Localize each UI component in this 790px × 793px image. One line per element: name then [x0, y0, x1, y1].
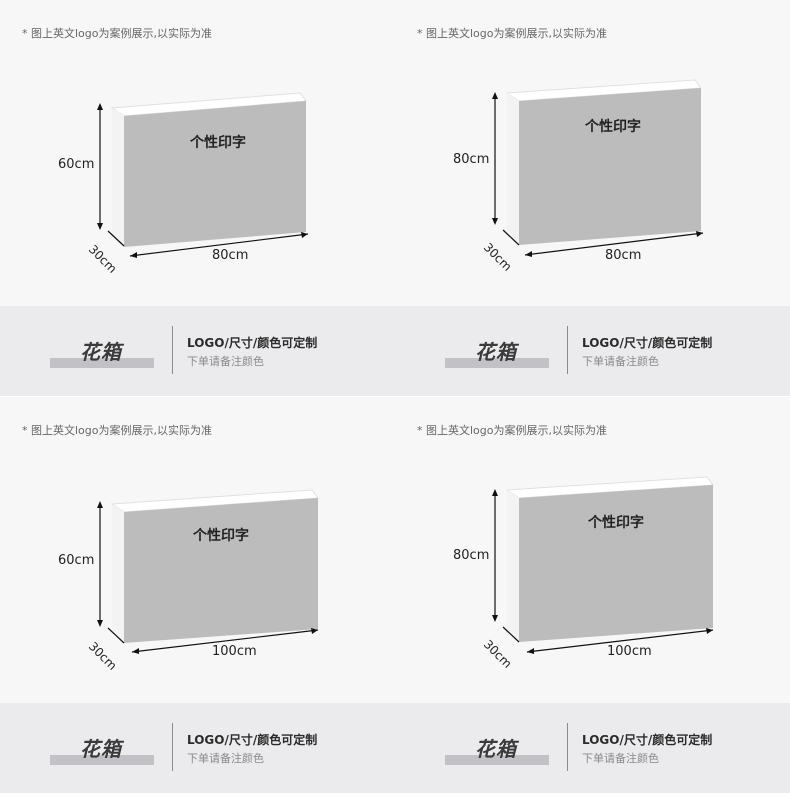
print-label: 个性印字: [587, 514, 644, 531]
customization-text: LOGO/尺寸/颜色可定制: [187, 336, 318, 350]
title-underline: [445, 358, 549, 368]
planter-box-illustration: 个性印字 80cm 30cm 80cm: [453, 79, 704, 274]
width-arrow: [526, 629, 714, 653]
order-note: 下单请备注颜色: [187, 355, 264, 368]
order-note: 下单请备注颜色: [582, 752, 659, 765]
box-front-face: [519, 88, 701, 245]
depth-arrow: [502, 626, 520, 643]
height-label: 60cm: [58, 157, 94, 172]
box-left-side: [112, 108, 124, 247]
box-front-face: [519, 485, 713, 642]
disclaimer-note: * 图上英文logo为案例展示,以实际为准: [417, 27, 607, 40]
info-band: 花箱 LOGO/尺寸/颜色可定制 下单请备注颜色: [0, 306, 395, 396]
depth-label: 30cm: [86, 242, 120, 276]
vertical-divider: [172, 326, 173, 374]
width-label: 100cm: [212, 644, 257, 659]
info-band: 花箱 LOGO/尺寸/颜色可定制 下单请备注颜色: [395, 703, 790, 793]
width-label: 80cm: [212, 248, 248, 263]
height-label: 80cm: [453, 152, 489, 167]
disclaimer-note: * 图上英文logo为案例展示,以实际为准: [22, 424, 212, 437]
order-note: 下单请备注颜色: [187, 752, 264, 765]
box-left-side: [507, 93, 519, 245]
title-underline: [50, 755, 154, 765]
depth-label: 30cm: [481, 637, 515, 671]
width-arrow: [524, 232, 704, 256]
box-left-side: [507, 490, 519, 642]
height-label: 60cm: [58, 553, 94, 568]
title-underline: [50, 358, 154, 368]
customization-text: LOGO/尺寸/颜色可定制: [582, 336, 713, 350]
info-band: 花箱 LOGO/尺寸/颜色可定制 下单请备注颜色: [395, 306, 790, 396]
box-front-face: [124, 101, 306, 247]
depth-arrow: [502, 229, 520, 246]
info-band: 花箱 LOGO/尺寸/颜色可定制 下单请备注颜色: [0, 703, 395, 793]
print-label: 个性印字: [584, 118, 641, 135]
disclaimer-note: * 图上英文logo为案例展示,以实际为准: [22, 27, 212, 40]
box-left-side: [112, 504, 124, 643]
product-title: 花箱: [475, 340, 517, 364]
vertical-divider: [567, 723, 568, 771]
depth-arrow: [107, 627, 125, 644]
product-title: 花箱: [475, 737, 517, 761]
title-underline: [445, 755, 549, 765]
panel-1: * 图上英文logo为案例展示,以实际为准 个性印字 60cm 30cm 80c…: [0, 0, 395, 396]
panel-4: * 图上英文logo为案例展示,以实际为准 个性印字 80cm 30cm 100…: [395, 397, 790, 793]
vertical-divider: [172, 723, 173, 771]
depth-label: 30cm: [481, 240, 515, 274]
depth-arrow: [107, 230, 125, 247]
customization-text: LOGO/尺寸/颜色可定制: [187, 733, 318, 747]
product-title: 花箱: [80, 340, 122, 364]
box-front-face: [124, 498, 318, 643]
vertical-divider: [567, 326, 568, 374]
print-label: 个性印字: [192, 527, 249, 544]
planter-box-illustration: 个性印字 60cm 30cm 80cm: [58, 92, 309, 276]
panel-3: * 图上英文logo为案例展示,以实际为准 个性印字 60cm 30cm 100…: [0, 397, 395, 793]
planter-box-illustration: 个性印字 60cm 30cm 100cm: [58, 489, 319, 673]
width-label: 100cm: [607, 644, 652, 659]
width-arrow: [129, 233, 309, 257]
width-arrow: [131, 629, 319, 653]
panel-2: * 图上英文logo为案例展示,以实际为准 个性印字 80cm 30cm 80c…: [395, 0, 790, 396]
disclaimer-note: * 图上英文logo为案例展示,以实际为准: [417, 424, 607, 437]
order-note: 下单请备注颜色: [582, 355, 659, 368]
width-label: 80cm: [605, 248, 641, 263]
product-title: 花箱: [80, 737, 122, 761]
depth-label: 30cm: [86, 639, 120, 673]
planter-box-illustration: 个性印字 80cm 30cm 100cm: [453, 476, 714, 671]
print-label: 个性印字: [189, 134, 246, 151]
height-label: 80cm: [453, 548, 489, 563]
customization-text: LOGO/尺寸/颜色可定制: [582, 733, 713, 747]
